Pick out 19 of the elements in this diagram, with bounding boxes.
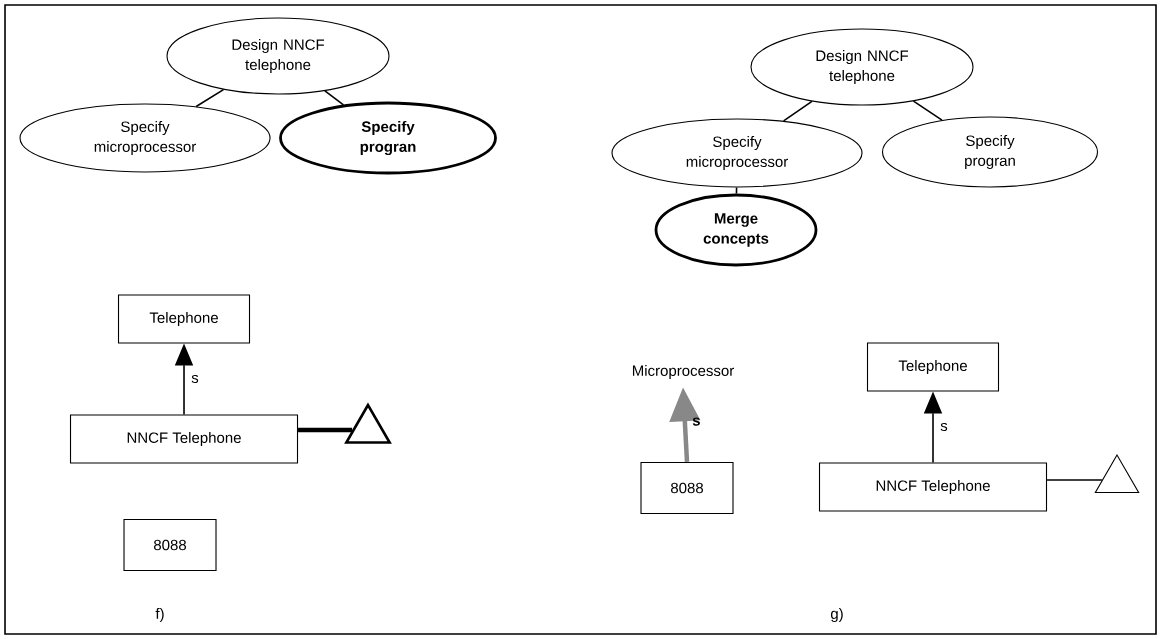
connector-line bbox=[324, 90, 345, 106]
panel-label: g) bbox=[830, 608, 843, 622]
edge-label: s bbox=[191, 374, 199, 384]
connector-line bbox=[782, 100, 813, 122]
class-box: 8088 bbox=[123, 518, 217, 572]
panel-label: f) bbox=[155, 608, 164, 622]
connector-line bbox=[195, 88, 225, 108]
connector-line bbox=[912, 100, 943, 121]
class-box: NNCF Telephone bbox=[69, 414, 299, 464]
class-box: Telephone bbox=[866, 342, 1000, 392]
edge-label: s bbox=[940, 422, 948, 432]
connector-line bbox=[735, 186, 738, 195]
connector-line bbox=[298, 427, 353, 433]
class-box: NNCF Telephone bbox=[818, 462, 1048, 512]
edge-label: s bbox=[692, 417, 700, 426]
class-label: Microprocessor bbox=[632, 365, 734, 379]
class-box: Telephone bbox=[117, 294, 251, 344]
connector-line bbox=[1046, 479, 1103, 481]
class-box: 8088 bbox=[640, 461, 734, 515]
